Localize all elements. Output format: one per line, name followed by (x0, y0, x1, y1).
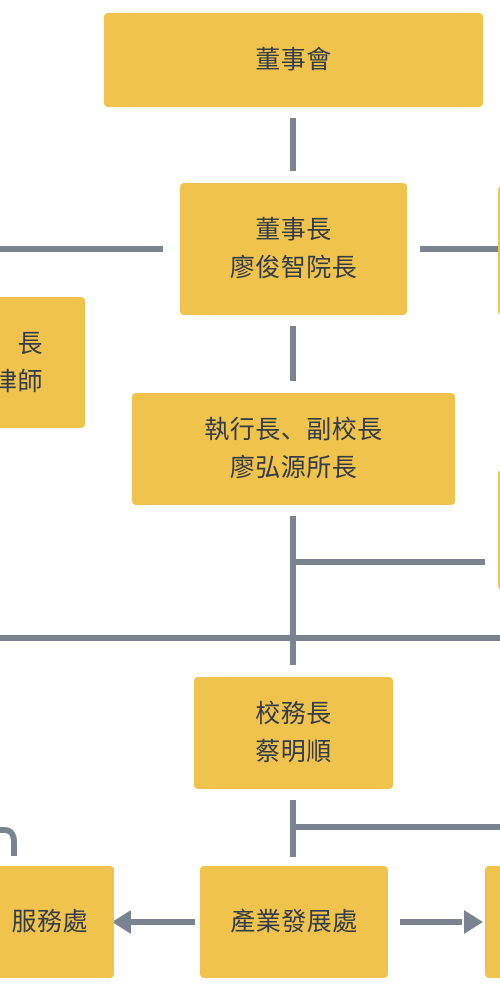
node-registrar-line-2: 蔡明順 (255, 738, 332, 766)
arrow-right-head (464, 910, 483, 934)
node-chairman-line-1: 董事長 (255, 216, 332, 244)
node-registrar: 校務長 蔡明順 (194, 677, 393, 789)
node-left-partial-line-2: 律師 (0, 367, 43, 396)
node-executive-line-1: 執行長、副校長 (204, 416, 383, 444)
node-left-partial: 長 律師 (0, 297, 85, 428)
node-chairman-line-2: 廖俊智院長 (229, 254, 358, 282)
node-right-bottom-partial (485, 866, 500, 978)
node-industry: 產業發展處 (200, 866, 388, 978)
node-industry-line-1: 產業發展處 (230, 908, 358, 936)
node-executive-line-2: 廖弘源所長 (229, 454, 358, 482)
node-left-service-line-1: 服務處 (11, 908, 88, 936)
arrow-left-head (112, 910, 131, 934)
node-right-middle-partial (498, 470, 500, 590)
line-left-elbow (0, 827, 17, 856)
node-executive: 執行長、副校長 廖弘源所長 (132, 393, 455, 505)
node-left-service: 服務處 (0, 866, 114, 978)
node-left-partial-line-1: 長 (17, 329, 43, 358)
node-board-line-1: 董事會 (255, 46, 332, 74)
node-right-upper-partial (498, 186, 500, 315)
node-registrar-line-1: 校務長 (255, 700, 332, 728)
node-chairman: 董事長 廖俊智院長 (180, 183, 407, 315)
node-board: 董事會 (104, 13, 483, 107)
